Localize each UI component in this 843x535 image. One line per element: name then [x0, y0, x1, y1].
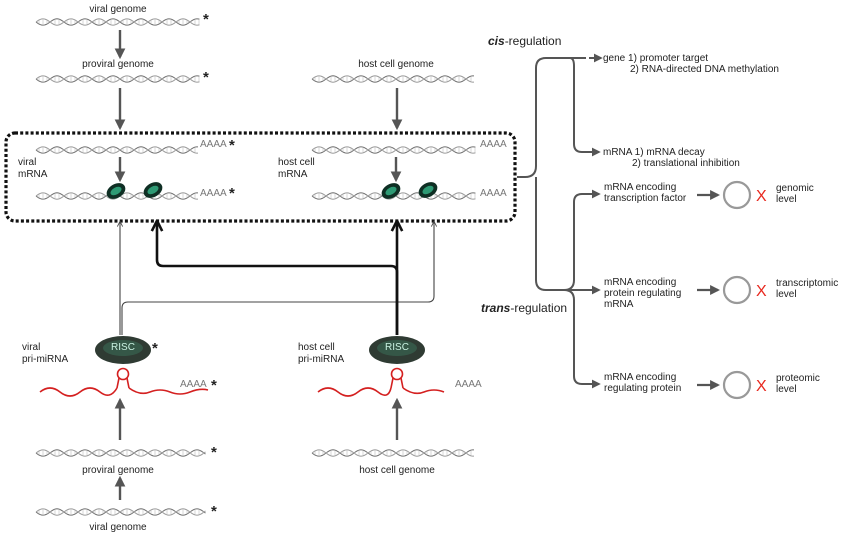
helix-viral-genome-top [35, 18, 200, 26]
trans-target-3-block-mark: X [756, 378, 767, 395]
helix-host-genome-top [311, 75, 475, 83]
ribosome-viral-2 [143, 182, 163, 198]
cis-regulation-heading: cis-regulation [488, 34, 561, 48]
trans-target-3-protein-circle [722, 370, 752, 400]
host-risc-thick-line-left [157, 222, 399, 335]
viral-mrna-poly-a-1: AAAA [200, 139, 227, 150]
viral-pri-mirna-label-line2: pri-miRNA [22, 354, 68, 365]
cis-target-mrna-line2: 2) translational inhibition [632, 158, 740, 169]
trans-branch-top [563, 189, 601, 291]
ribosome-host-2 [418, 182, 438, 198]
viral-mrna-label-line1: viral [18, 157, 36, 168]
proviral-genome-bottom-label: proviral genome [82, 465, 154, 476]
helix-viral-genome-bottom [35, 508, 206, 516]
host-mrna-label-line1: host cell [278, 157, 315, 168]
host-pri-mirna-hairpin [317, 367, 445, 397]
viral-risc-thin-line-right [121, 222, 434, 335]
cis-target-gene-line1: gene 1) promoter target [603, 53, 708, 64]
trans-target-3-line1: mRNA encoding [604, 372, 676, 383]
host-pri-mirna-label-line2: pri-miRNA [298, 354, 344, 365]
regulation-brace [517, 57, 580, 291]
trans-target-1-level-line1: genomic [776, 183, 814, 194]
trans-target-3-level-line1: proteomic [776, 373, 820, 384]
trans-regulation-heading: trans-regulation [481, 301, 567, 315]
host-cell-genome-bottom-label: host cell genome [359, 465, 435, 476]
host-mrna-poly-a-1: AAAA [480, 139, 507, 150]
trans-branch-bottom [563, 289, 601, 389]
viral-mrna-asterisk-1: * [229, 137, 235, 154]
trans-target-2-line2: protein regulating [604, 288, 681, 299]
viral-risc-complex: RISC [95, 336, 151, 364]
viral-genome-bottom-asterisk: * [211, 503, 217, 520]
trans-target-3-level-line2: level [776, 384, 797, 395]
trans-target-1-block-mark: X [756, 188, 767, 205]
helix-host-genome-bottom [311, 449, 475, 457]
viral-pri-mirna-label-line1: viral [22, 342, 40, 353]
host-mrna-label-line2: mRNA [278, 169, 308, 180]
host-pri-mirna-poly-a: AAAA [455, 379, 482, 390]
trans-target-2-line1: mRNA encoding [604, 277, 676, 288]
ribosome-viral-1 [106, 183, 126, 199]
viral-mrna-label-line2: mRNA [18, 169, 48, 180]
trans-target-2-level-line2: level [776, 289, 797, 300]
host-risc-complex: RISC [369, 336, 425, 364]
proviral-genome-bottom-asterisk: * [211, 444, 217, 461]
trans-target-1-protein-circle [722, 180, 752, 210]
proviral-genome-top-asterisk: * [203, 69, 209, 86]
trans-target-3-line2: regulating protein [604, 383, 681, 394]
helix-host-mrna-1 [311, 146, 476, 154]
host-pri-mirna-label-line1: host cell [298, 342, 335, 353]
helix-viral-mrna-1 [35, 146, 199, 154]
trans-target-1-line1: mRNA encoding [604, 182, 676, 193]
ribosome-host-1 [381, 183, 401, 199]
viral-mrna-asterisk-2: * [229, 185, 235, 202]
viral-risc-asterisk: * [152, 340, 158, 357]
host-mrna-poly-a-2: AAAA [480, 188, 507, 199]
viral-genome-bottom-label: viral genome [89, 522, 147, 533]
viral-genome-top-label: viral genome [89, 4, 147, 15]
helix-proviral-genome-bottom [35, 449, 206, 457]
viral-genome-top-asterisk: * [203, 11, 209, 28]
viral-mrna-poly-a-2: AAAA [200, 188, 227, 199]
trans-target-2-block-mark: X [756, 283, 767, 300]
viral-pri-mirna-poly-a: AAAA [180, 379, 207, 390]
viral-pri-mirna-asterisk: * [211, 377, 217, 394]
helix-proviral-genome-top [35, 75, 200, 83]
trans-target-1-line2: transcription factor [604, 193, 687, 204]
mrna-target-box [4, 131, 517, 223]
viral-pri-mirna-hairpin [39, 367, 209, 397]
host-cell-genome-top-label: host cell genome [358, 59, 434, 70]
trans-target-1-level-line2: level [776, 194, 797, 205]
viral-risc-label: RISC [111, 342, 135, 353]
cis-target-mrna-line1: mRNA 1) mRNA decay [603, 147, 705, 158]
proviral-genome-top-label: proviral genome [82, 59, 154, 70]
host-risc-label: RISC [385, 342, 409, 353]
dna-helices [35, 18, 476, 516]
cis-branch-mrna [569, 57, 601, 157]
trans-target-2-protein-circle [722, 275, 752, 305]
trans-target-2-level-line1: transcriptomic [776, 278, 838, 289]
cis-target-gene-line2: 2) RNA-directed DNA methylation [630, 64, 779, 75]
trans-target-2-line3: mRNA [604, 299, 634, 310]
